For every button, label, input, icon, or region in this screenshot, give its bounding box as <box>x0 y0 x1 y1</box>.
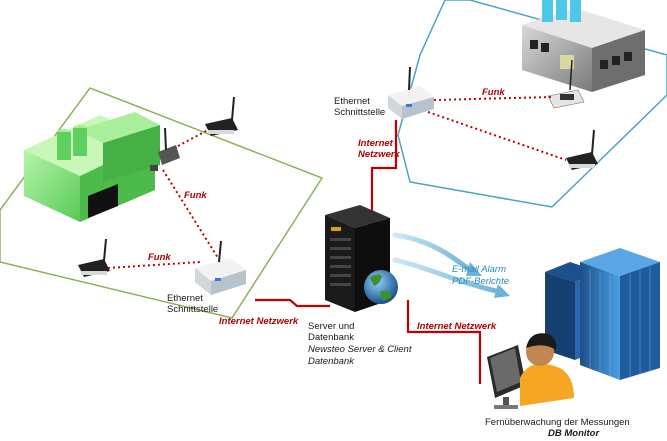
email-arrows <box>392 232 503 295</box>
internet-links <box>255 120 482 384</box>
internet-label: Internet Netzwerk <box>417 321 497 332</box>
ethernet-label: Schnittstelle <box>334 107 386 118</box>
wireless-links <box>107 96 567 269</box>
office-tower-grid <box>589 266 651 378</box>
internet-label: Netzwerk <box>358 149 400 160</box>
server-label: Datenbank <box>308 332 354 343</box>
globe-icon <box>364 270 398 304</box>
blue-zone-border <box>397 0 667 208</box>
funk-label: Funk <box>148 252 171 263</box>
ethernet-label: Schnittstelle <box>167 304 219 315</box>
office-tower-icon <box>545 248 660 380</box>
internet-label: Internet Netzwerk <box>219 316 299 327</box>
pdf-label: PDF-Berichte <box>452 276 510 287</box>
factory-gray-icon <box>522 0 645 92</box>
internet-label: Internet <box>358 138 393 149</box>
ethernet-label: Ethernet <box>167 293 203 304</box>
funk-label: Funk <box>184 190 207 201</box>
server-label: Server und <box>308 321 355 332</box>
data-logger-icon <box>566 129 598 170</box>
ethernet-interface-icon <box>195 240 246 295</box>
server-label: Datenbank <box>308 356 354 367</box>
factory-green-icon <box>24 112 160 222</box>
email-label: E-mail Alarm <box>452 264 507 275</box>
ethernet-label: Ethernet <box>334 96 370 107</box>
funk-label: Funk <box>482 87 505 98</box>
data-logger-icon <box>158 127 180 165</box>
server-label: Newsteo Server & Client <box>308 344 412 355</box>
data-logger-icon <box>78 238 110 277</box>
green-zone-border <box>0 87 324 319</box>
data-logger-icon <box>205 96 238 136</box>
monitoring-label: Fernüberwachung der Messungen <box>485 417 630 428</box>
ethernet-interface-icon <box>388 66 434 119</box>
monitoring-label: DB Monitor <box>548 428 600 439</box>
data-logger-icon <box>547 59 585 109</box>
monitor-operator-icon <box>487 333 574 409</box>
